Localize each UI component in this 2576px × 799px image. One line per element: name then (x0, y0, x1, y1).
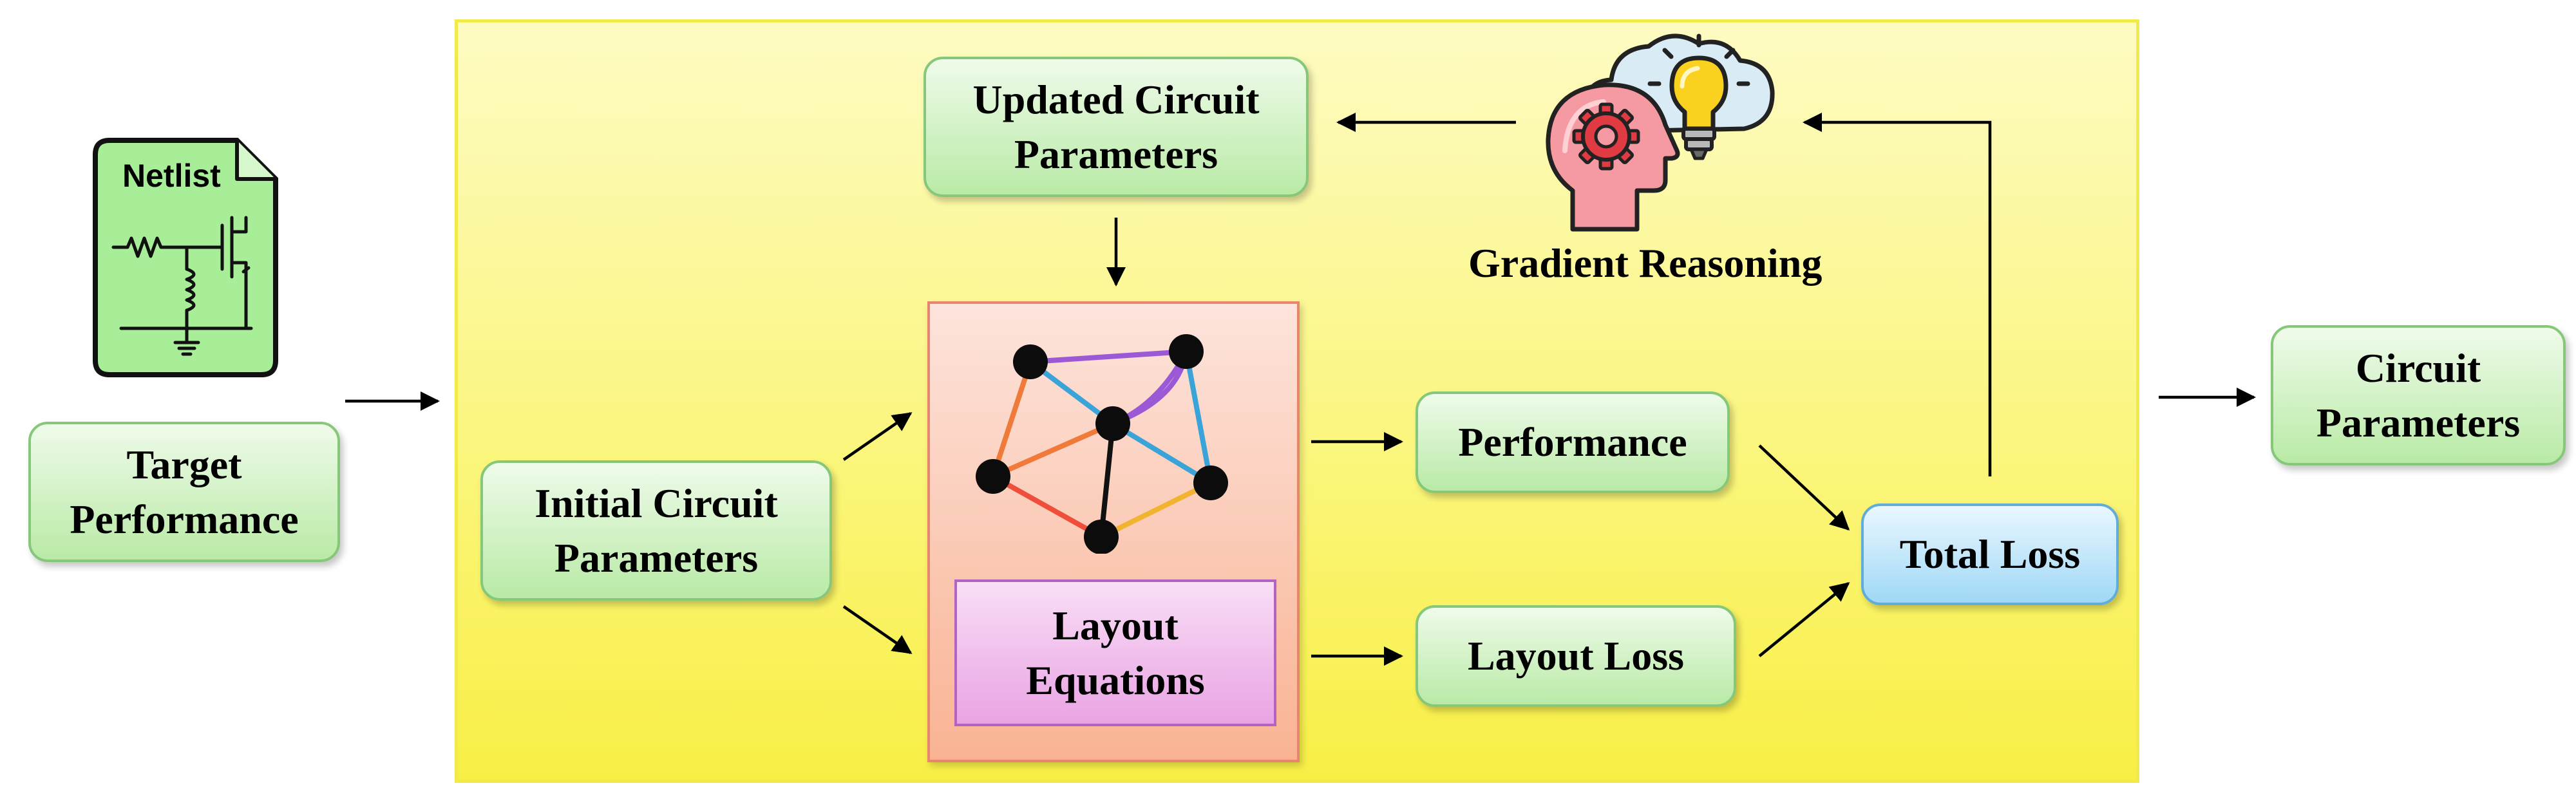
initial-circuit-parameters-box: Initial Circuit Parameters (480, 460, 832, 601)
arrow-performance-to-total (1758, 444, 1850, 531)
output-circuit-parameters-label: Circuit Parameters (2316, 344, 2521, 446)
netlist-document-icon (90, 135, 281, 380)
graph-network-icon (966, 322, 1262, 554)
arrow-total-to-gradient (1803, 113, 1992, 476)
gradient-reasoning-label: Gradient Reasoning (1468, 240, 1823, 286)
total-loss-label: Total Loss (1899, 531, 2081, 578)
initial-circuit-parameters-label: Initial Circuit Parameters (535, 480, 778, 581)
layout-loss-box: Layout Loss (1416, 605, 1736, 707)
updated-circuit-parameters-label: Updated Circuit Parameters (972, 76, 1260, 177)
head-gear-icon (1546, 82, 1680, 232)
updated-circuit-parameters-box: Updated Circuit Parameters (923, 57, 1309, 197)
output-circuit-parameters-box: Circuit Parameters (2271, 325, 2566, 465)
arrow-layout-loss-to-total (1758, 582, 1850, 657)
layout-equations-label: Layout Equations (1026, 602, 1205, 703)
gradient-reasoning-icon (1539, 22, 1784, 234)
performance-box: Performance (1416, 391, 1730, 493)
layout-loss-label: Layout Loss (1467, 633, 1685, 679)
circuit-schematic-icon (111, 216, 253, 356)
total-loss-box: Total Loss (1861, 503, 2119, 605)
arrow-initial-to-layout-eq (842, 605, 913, 654)
target-performance-label: Target Performance (70, 441, 299, 542)
arrow-initial-to-graph (842, 412, 913, 461)
netlist-label: Netlist (122, 158, 221, 194)
layout-equations-box: Layout Equations (954, 579, 1276, 726)
target-performance-box: Target Performance (28, 422, 340, 562)
performance-label: Performance (1458, 419, 1687, 465)
